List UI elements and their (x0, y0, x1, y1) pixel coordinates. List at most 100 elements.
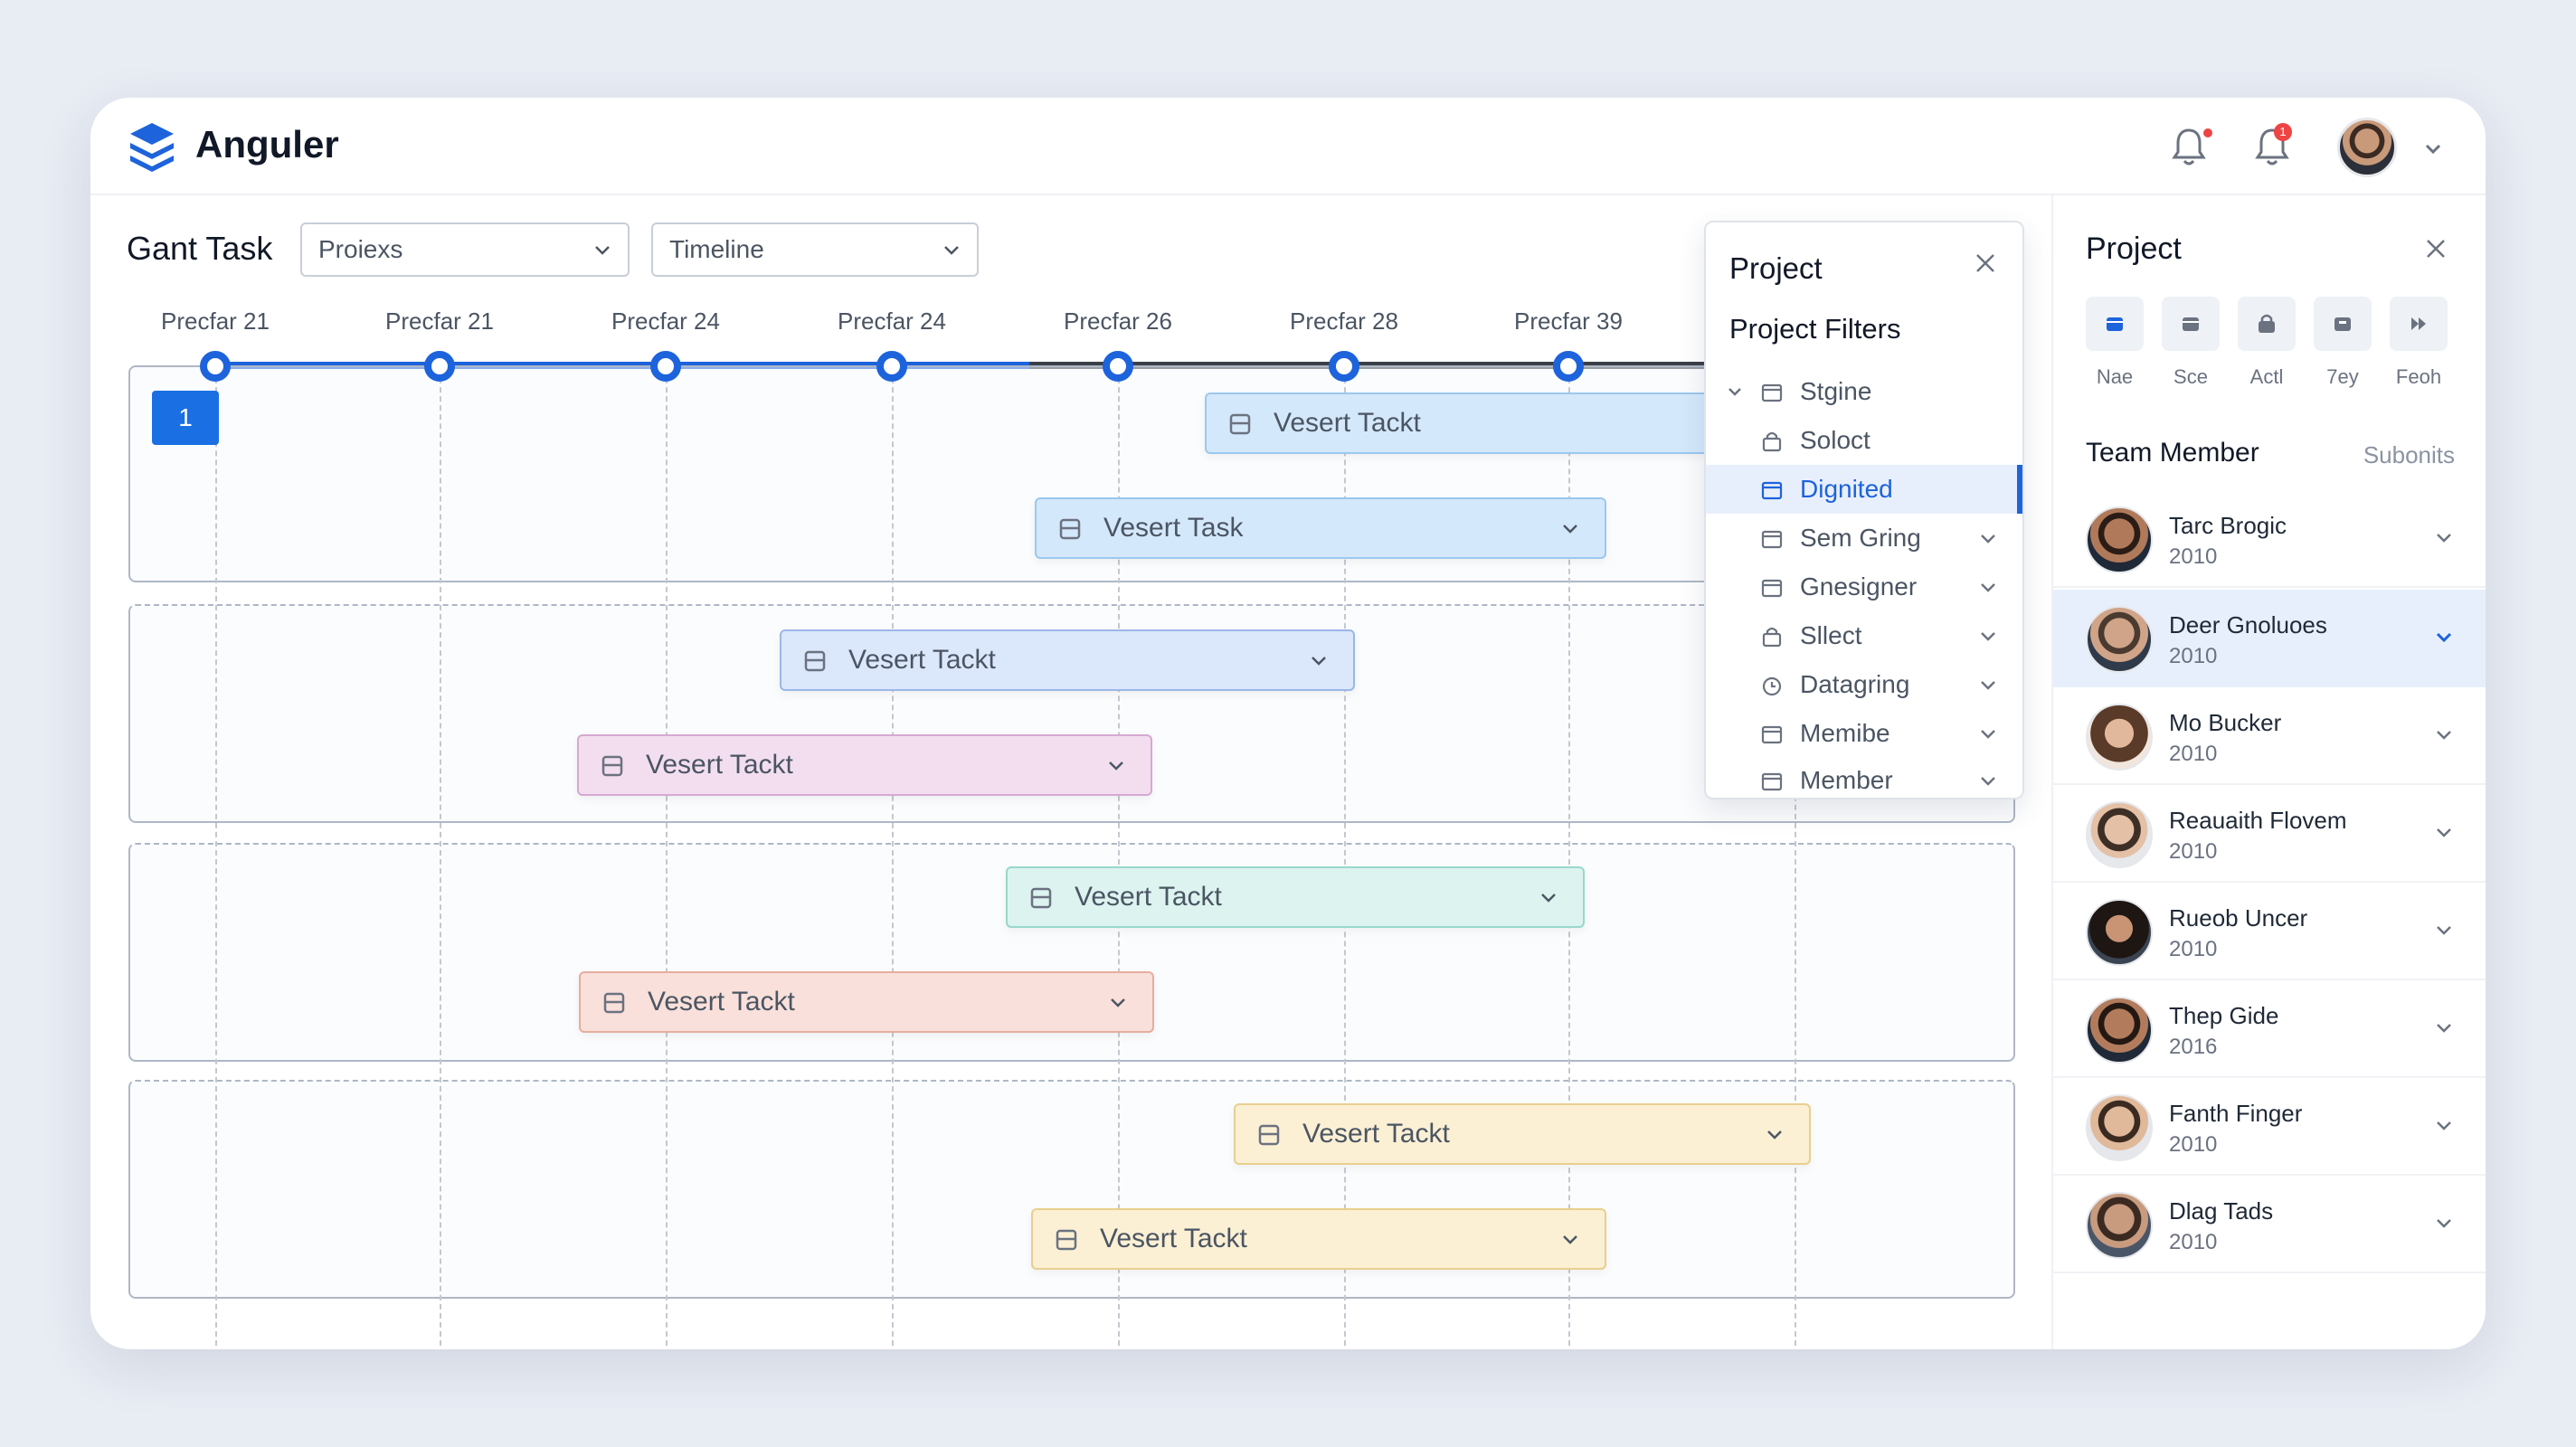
member-year: 2016 (2169, 1035, 2218, 1059)
chevron-down-icon[interactable] (2433, 626, 2455, 648)
chevron-down-icon[interactable] (2433, 919, 2455, 941)
chevron-down-icon[interactable] (1559, 1228, 1581, 1250)
toolbar-label: Feoh (2395, 365, 2442, 388)
task-bar[interactable]: Vesert Tackt (577, 734, 1152, 796)
forward-icon (2411, 317, 2426, 330)
chevron-down-icon[interactable] (2433, 1114, 2455, 1136)
member-year: 2010 (2169, 1230, 2218, 1254)
filter-item-label: Datagring (1800, 670, 1910, 698)
task-bar[interactable]: Vesert Tackt (1234, 1103, 1811, 1165)
user-avatar[interactable] (2337, 118, 2397, 177)
task-label: Vesert Tackt (648, 987, 795, 1017)
timeline-milestone[interactable] (876, 351, 907, 382)
chevron-down-icon[interactable] (1107, 991, 1129, 1013)
filter-item-label: Stgine (1800, 377, 1872, 405)
avatar (2086, 997, 2153, 1064)
chevron-down-icon[interactable] (2433, 1212, 2455, 1234)
team-member-row-selected[interactable]: Deer Gnoluoes 2010 (2053, 590, 2486, 687)
task-bar[interactable]: Vesert Tackt (1205, 392, 1711, 454)
member-name: Thep Gide (2169, 1002, 2279, 1029)
filter-item[interactable]: Datagring (1706, 660, 2022, 709)
team-member-row[interactable]: Thep Gide 2016 (2053, 980, 2486, 1078)
timeline-milestone[interactable] (650, 351, 681, 382)
close-icon[interactable] (1972, 250, 1999, 277)
chevron-down-icon[interactable] (1764, 1123, 1785, 1145)
team-member-subtitle[interactable]: Subonits (2363, 441, 2455, 468)
chevron-down-icon[interactable] (2433, 1017, 2455, 1038)
chevron-down-icon[interactable] (1977, 770, 1999, 791)
timeline-milestone[interactable] (200, 351, 231, 382)
filter-item[interactable]: Sem Gring (1706, 514, 2022, 563)
project-select[interactable]: Proiexs (300, 222, 630, 277)
folder-icon (1761, 530, 1783, 549)
timeline-milestone[interactable] (424, 351, 455, 382)
caret-down-icon[interactable] (1726, 381, 1744, 402)
team-member-row[interactable]: Fanth Finger 2010 (2053, 1078, 2486, 1176)
team-member-row[interactable]: Reauaith Flovem 2010 (2053, 785, 2486, 883)
filter-item[interactable]: Gnesigner (1706, 563, 2022, 611)
sidebar-title: Project (2086, 232, 2182, 266)
task-label: Vesert Tackt (1075, 882, 1222, 912)
avatar (2086, 899, 2153, 966)
task-bar[interactable]: Vesert Tackt (1031, 1208, 1606, 1270)
task-icon (1229, 413, 1251, 435)
chevron-down-icon[interactable] (1538, 886, 1559, 908)
member-name: Mo Bucker (2169, 709, 2282, 736)
filter-item[interactable]: Member (1706, 756, 2022, 805)
filter-item-label: Gnesigner (1800, 572, 1918, 601)
notification-count-badge: 1 (2274, 123, 2292, 141)
lock-icon (1762, 431, 1782, 452)
timeline-milestone[interactable] (1329, 351, 1359, 382)
chevron-down-icon[interactable] (2433, 821, 2455, 843)
task-label: Vesert Task (1103, 513, 1244, 543)
avatar (2086, 1094, 2153, 1161)
folder-icon (1761, 579, 1783, 598)
member-year: 2010 (2169, 839, 2218, 864)
chevron-down-icon[interactable] (1559, 517, 1581, 539)
filter-item[interactable]: Soloct (1706, 416, 2022, 465)
timeline-milestone[interactable] (1553, 351, 1584, 382)
filter-item-selected[interactable]: Dignited (1706, 465, 2022, 514)
toolbar-button-sce[interactable] (2162, 297, 2220, 351)
task-bar[interactable]: Vesert Task (1035, 497, 1606, 559)
grid-line (1568, 369, 1570, 1346)
chevron-down-icon[interactable] (1977, 674, 1999, 695)
filter-item[interactable]: Sllect (1706, 611, 2022, 660)
timeline-milestone[interactable] (1103, 351, 1133, 382)
filter-panel-title: Project (1729, 251, 1823, 285)
team-member-row[interactable]: Tarc Brogic 2010 (2053, 490, 2486, 588)
toolbar-button-actl[interactable] (2238, 297, 2296, 351)
filter-item[interactable]: Stgine (1706, 367, 2022, 416)
task-bar[interactable]: Vesert Tackt (780, 629, 1355, 691)
task-bar[interactable]: Vesert Tackt (579, 971, 1154, 1033)
member-name: Rueob Uncer (2169, 904, 2308, 932)
team-member-row[interactable]: Rueob Uncer 2010 (2053, 883, 2486, 980)
chevron-down-icon[interactable] (1977, 625, 1999, 647)
close-icon[interactable] (2422, 235, 2449, 262)
team-member-title: Team Member (2086, 438, 2259, 468)
filter-item-label: Soloct (1800, 426, 1870, 454)
toolbar-button-nae[interactable] (2086, 297, 2144, 351)
chevron-down-icon[interactable] (1308, 649, 1330, 671)
filter-item[interactable]: Memibe (1706, 709, 2022, 758)
team-member-row[interactable]: Dlag Tads 2010 (2053, 1176, 2486, 1273)
task-bar[interactable]: Vesert Tackt (1006, 866, 1585, 928)
task-icon (1258, 1124, 1280, 1146)
chevron-down-icon[interactable] (1977, 527, 1999, 549)
toolbar-button-feoh[interactable] (2390, 297, 2448, 351)
member-year: 2010 (2169, 1132, 2218, 1157)
chevron-down-icon[interactable] (2433, 526, 2455, 548)
chevron-down-icon[interactable] (1977, 576, 1999, 598)
chevron-down-icon[interactable] (2422, 137, 2444, 159)
toolbar-label: Nae (2096, 365, 2134, 388)
timeline-select[interactable]: Timeline (651, 222, 979, 277)
bell-icon[interactable] (2167, 123, 2211, 170)
grid-line (1118, 369, 1120, 1346)
chevron-down-icon[interactable] (2433, 724, 2455, 745)
chevron-down-icon[interactable] (1105, 754, 1127, 776)
toolbar-button-7ey[interactable] (2314, 297, 2372, 351)
task-icon (601, 755, 623, 777)
chevron-down-icon[interactable] (1977, 723, 1999, 744)
team-member-row[interactable]: Mo Bucker 2010 (2053, 687, 2486, 785)
app-window: Anguler 1 Gant Task Proiexs Timeline Pre… (90, 98, 2486, 1349)
